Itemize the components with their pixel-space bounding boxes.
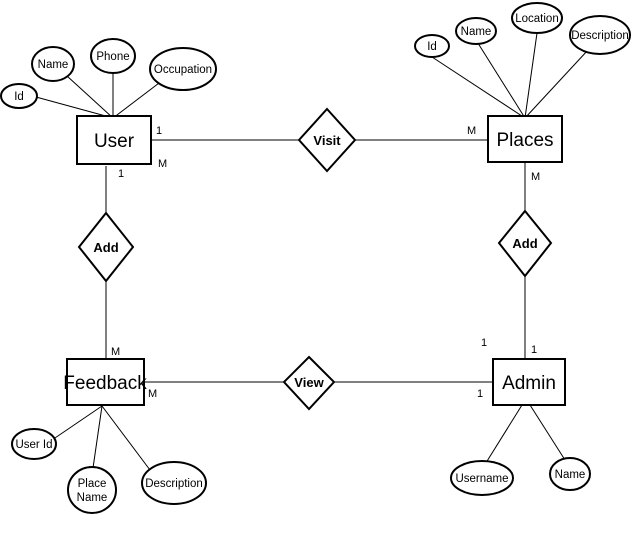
attribute-places-name: Name — [455, 17, 497, 45]
line-feedback-userid — [51, 405, 103, 441]
entity-user-label: User — [94, 131, 135, 152]
attribute-user-occupation: Occupation — [149, 47, 217, 91]
line-feedback-description — [101, 405, 151, 471]
attribute-feedback-description-label: Description — [145, 478, 203, 490]
relationship-add-places: Add — [497, 209, 553, 278]
entity-admin-label: Admin — [502, 373, 556, 394]
attribute-user-id-label: Id — [14, 91, 24, 103]
line-admin-username — [483, 404, 523, 467]
attribute-user-name: Name — [31, 46, 75, 82]
line-places-location — [524, 32, 538, 119]
cardinality-admin-view: 1 — [477, 388, 483, 400]
cardinality-feedback-view: M — [148, 388, 157, 400]
attribute-places-description-label: Description — [571, 30, 629, 42]
attribute-admin-username: Username — [450, 460, 514, 496]
cardinality-places-visit: M — [467, 125, 476, 137]
attribute-admin-name-label: Name — [555, 469, 586, 481]
attribute-user-occupation-label: Occupation — [154, 64, 212, 76]
relationship-add-places-label: Add — [512, 236, 537, 251]
attribute-places-location: Location — [511, 2, 563, 34]
attribute-feedback-placename: Place Name — [67, 466, 117, 514]
attribute-admin-username-label: Username — [455, 473, 508, 485]
attribute-places-id-label: Id — [427, 41, 437, 53]
relationship-add-user: Add — [77, 211, 135, 283]
cardinality-user-visit: 1 — [156, 125, 162, 137]
relationship-visit: Visit — [297, 107, 357, 173]
line-places-id — [431, 56, 526, 119]
line-user-name — [66, 75, 114, 119]
attribute-admin-name: Name — [549, 457, 591, 491]
entity-feedback: Feedback — [63, 358, 147, 406]
relationship-visit-label: Visit — [313, 133, 341, 148]
cardinality-user-add: 1 — [118, 168, 124, 180]
attribute-feedback-placename-line2: Name — [77, 492, 108, 504]
cardinality-places-add: M — [531, 171, 540, 183]
entity-admin: Admin — [492, 358, 566, 406]
attribute-places-location-label: Location — [515, 13, 558, 25]
attribute-places-id: Id — [414, 34, 450, 58]
attribute-feedback-placename-line1: Place — [78, 478, 107, 490]
cardinality-labels: 1 M M 1 M M M 1 1 1 — [111, 125, 540, 400]
attribute-places-name-label: Name — [461, 26, 492, 38]
line-user-id — [35, 96, 114, 119]
entity-feedback-label: Feedback — [63, 373, 147, 394]
line-places-description — [524, 49, 589, 119]
line-feedback-placename — [92, 405, 103, 469]
cardinality-admin-add-left: 1 — [481, 337, 487, 349]
relationship-view: View — [282, 355, 336, 411]
cardinality-admin-add: 1 — [531, 344, 537, 356]
connector-lines — [35, 32, 589, 471]
attribute-feedback-userid-label: User Id — [15, 439, 52, 451]
attribute-places-description: Description — [569, 15, 631, 55]
entity-places: Places — [487, 115, 563, 163]
entity-places-label: Places — [496, 130, 553, 151]
relationship-add-user-label: Add — [93, 240, 118, 255]
attribute-feedback-description: Description — [141, 461, 207, 505]
attribute-user-id: Id — [0, 83, 38, 109]
line-user-occupation — [112, 79, 164, 119]
cardinality-feedback-add: M — [111, 346, 120, 358]
relationship-view-label: View — [294, 375, 324, 390]
attribute-feedback-userid: User Id — [11, 428, 57, 460]
cardinality-user-corner: M — [158, 158, 167, 170]
attribute-user-phone: Phone — [90, 38, 136, 74]
entity-user: User — [76, 115, 152, 165]
attribute-user-name-label: Name — [38, 59, 69, 71]
line-places-name — [475, 39, 526, 119]
attribute-user-phone-label: Phone — [96, 51, 129, 63]
line-admin-name — [529, 404, 566, 461]
